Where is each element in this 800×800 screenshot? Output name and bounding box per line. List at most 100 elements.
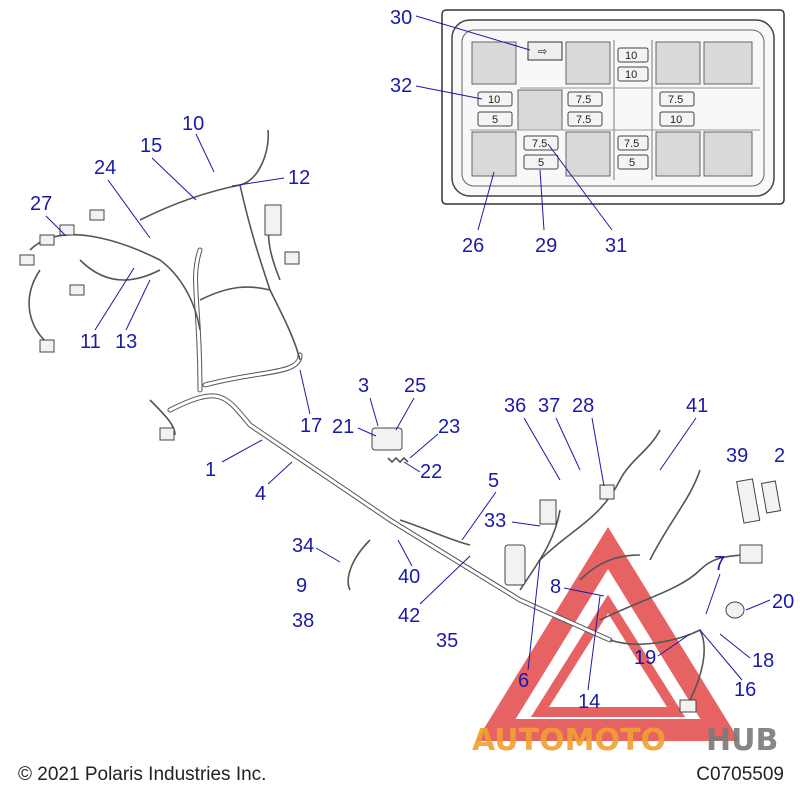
leader bbox=[395, 397, 415, 431]
leader bbox=[461, 491, 497, 541]
callout-28: 28 bbox=[572, 395, 594, 417]
fuse-f12: 5 bbox=[523, 154, 559, 170]
leader bbox=[45, 215, 67, 237]
callout-4: 4 bbox=[255, 483, 266, 505]
relay bbox=[565, 131, 611, 177]
callout-7: 7 bbox=[714, 553, 725, 575]
relay bbox=[471, 131, 517, 177]
watermark-text: AUTOMOTO HUB bbox=[472, 723, 778, 758]
connector bbox=[59, 224, 75, 236]
fuse-rating: 7.5 bbox=[576, 114, 591, 126]
callout-26: 26 bbox=[462, 235, 484, 257]
fuse-f3: 10 bbox=[477, 91, 513, 107]
callout-27: 27 bbox=[30, 193, 52, 215]
fuse-f2: 10 bbox=[617, 66, 649, 82]
connector-arrow-icon: ⇨ bbox=[538, 46, 547, 58]
fuse-f10: 5 bbox=[617, 154, 649, 170]
leader bbox=[315, 547, 341, 563]
figure-code: C0705509 bbox=[696, 764, 784, 785]
fuse-f9: 7.5 bbox=[617, 135, 649, 151]
fuse-f6: 7.5 bbox=[567, 111, 603, 127]
connector bbox=[539, 499, 557, 525]
connector bbox=[599, 484, 615, 500]
fuse-rating: 5 bbox=[629, 157, 635, 169]
callout-21: 21 bbox=[332, 416, 354, 438]
leader bbox=[555, 417, 581, 471]
switch-block bbox=[760, 480, 782, 514]
leader bbox=[705, 573, 721, 615]
callout-19: 19 bbox=[634, 647, 656, 669]
fuse-f11: 7.5 bbox=[523, 135, 559, 151]
leader bbox=[719, 633, 751, 659]
callout-20: 20 bbox=[772, 591, 794, 613]
fuse-rating: 5 bbox=[492, 114, 498, 126]
fuse-rating: 7.5 bbox=[668, 94, 683, 106]
callout-32: 32 bbox=[390, 75, 412, 97]
connector bbox=[159, 427, 175, 441]
callout-41: 41 bbox=[686, 395, 708, 417]
callout-34: 34 bbox=[292, 535, 314, 557]
callout-39: 39 bbox=[726, 445, 748, 467]
leader bbox=[657, 633, 691, 657]
callout-35: 35 bbox=[436, 630, 458, 652]
leader bbox=[397, 539, 413, 567]
callout-24: 24 bbox=[94, 157, 116, 179]
connector bbox=[89, 209, 105, 221]
relay-module bbox=[371, 427, 403, 451]
relay bbox=[517, 89, 563, 131]
callout-labels: 30 32 26 29 31 10 15 24 12 27 11 13 17 1… bbox=[30, 7, 794, 713]
connector bbox=[19, 254, 35, 266]
leader bbox=[299, 369, 311, 415]
callout-38: 38 bbox=[292, 610, 314, 632]
fuse-rating: 7.5 bbox=[576, 94, 591, 106]
leader bbox=[659, 417, 697, 471]
leader bbox=[587, 595, 601, 691]
fuse-box: ⇨ 10 10 10 5 7.5 7.5 7.5 10 7.5 5 7.5 5 bbox=[415, 9, 785, 231]
callout-42: 42 bbox=[398, 605, 420, 627]
relay bbox=[703, 41, 753, 85]
relay bbox=[471, 41, 517, 85]
callout-5: 5 bbox=[488, 470, 499, 492]
spring bbox=[387, 456, 409, 464]
leader bbox=[357, 427, 377, 437]
leader bbox=[125, 279, 151, 331]
callout-25: 25 bbox=[404, 375, 426, 397]
watermark-text-a: AUTOMOTO bbox=[472, 723, 666, 758]
connector bbox=[679, 699, 697, 713]
fuse-rating: 10 bbox=[625, 69, 637, 81]
callout-11: 11 bbox=[80, 331, 101, 353]
watermark-logo bbox=[476, 527, 740, 741]
fuse-f7: 7.5 bbox=[659, 91, 695, 107]
copyright-text: © 2021 Polaris Industries Inc. bbox=[18, 764, 267, 785]
fuse-box-connector bbox=[527, 41, 563, 61]
leader bbox=[591, 417, 605, 487]
connector bbox=[284, 251, 300, 265]
leader bbox=[511, 521, 541, 527]
leader bbox=[527, 559, 541, 671]
watermark-text-b: HUB bbox=[706, 723, 778, 758]
fuse-f5: 7.5 bbox=[567, 91, 603, 107]
callout-leaders bbox=[45, 133, 771, 691]
callout-33: 33 bbox=[484, 510, 506, 532]
callout-12: 12 bbox=[288, 167, 310, 189]
leader bbox=[267, 461, 293, 485]
callout-30: 30 bbox=[390, 7, 412, 29]
fuse-rating: 7.5 bbox=[624, 138, 639, 150]
callout-40: 40 bbox=[398, 566, 420, 588]
callout-8: 8 bbox=[550, 576, 561, 598]
horn bbox=[725, 601, 745, 619]
callout-22: 22 bbox=[420, 461, 442, 483]
leader bbox=[195, 133, 215, 173]
harness-main-trunk bbox=[167, 247, 613, 643]
harness-rear bbox=[347, 427, 782, 713]
leader bbox=[107, 179, 151, 239]
watermark-triangle-outer bbox=[476, 527, 740, 741]
callout-13: 13 bbox=[115, 331, 137, 353]
connector bbox=[264, 204, 282, 236]
leader bbox=[563, 587, 605, 597]
leader bbox=[94, 267, 135, 331]
connector bbox=[69, 284, 85, 296]
fuse-rating: 10 bbox=[670, 114, 682, 126]
leader bbox=[745, 599, 771, 611]
callout-23: 23 bbox=[438, 416, 460, 438]
